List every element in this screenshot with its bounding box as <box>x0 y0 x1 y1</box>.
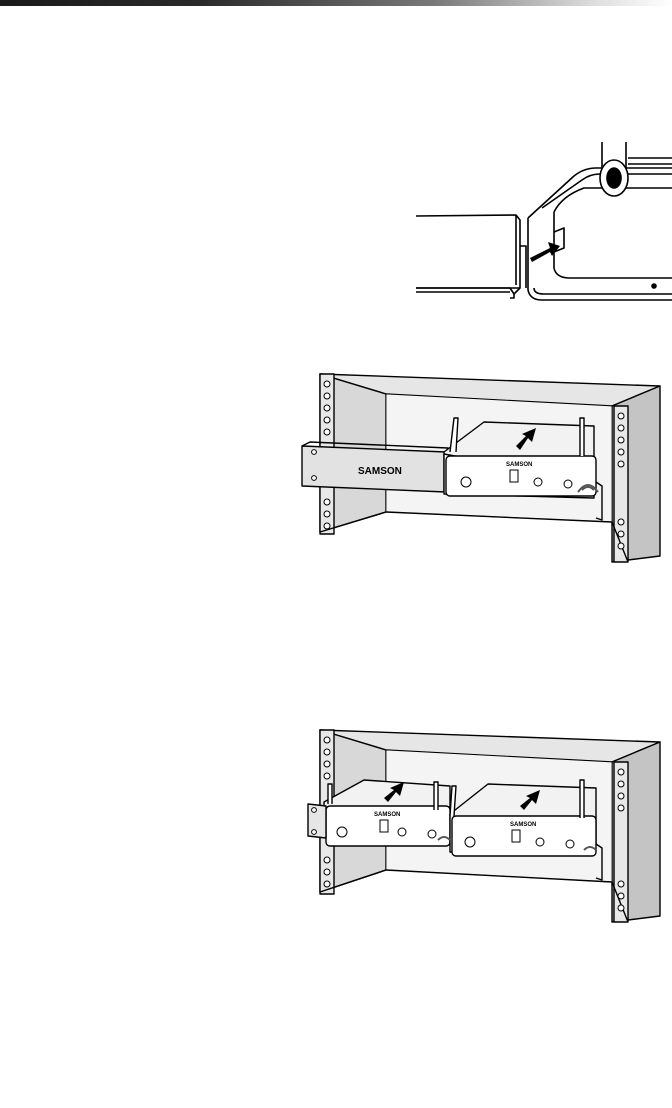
receiver-brand: SAMSON <box>506 462 532 468</box>
illustration-rack-single-receiver: SAMSON SAMSON <box>298 362 672 568</box>
header-bar <box>0 0 672 6</box>
receiver-brand-left: SAMSON <box>374 812 400 818</box>
receiver-brand-right: SAMSON <box>510 822 536 828</box>
illustration-rack-dual-receiver: SAMSON SAMSON <box>298 720 672 930</box>
blank-panel-brand: SAMSON <box>358 466 402 477</box>
illustration-join-detail <box>414 128 672 304</box>
